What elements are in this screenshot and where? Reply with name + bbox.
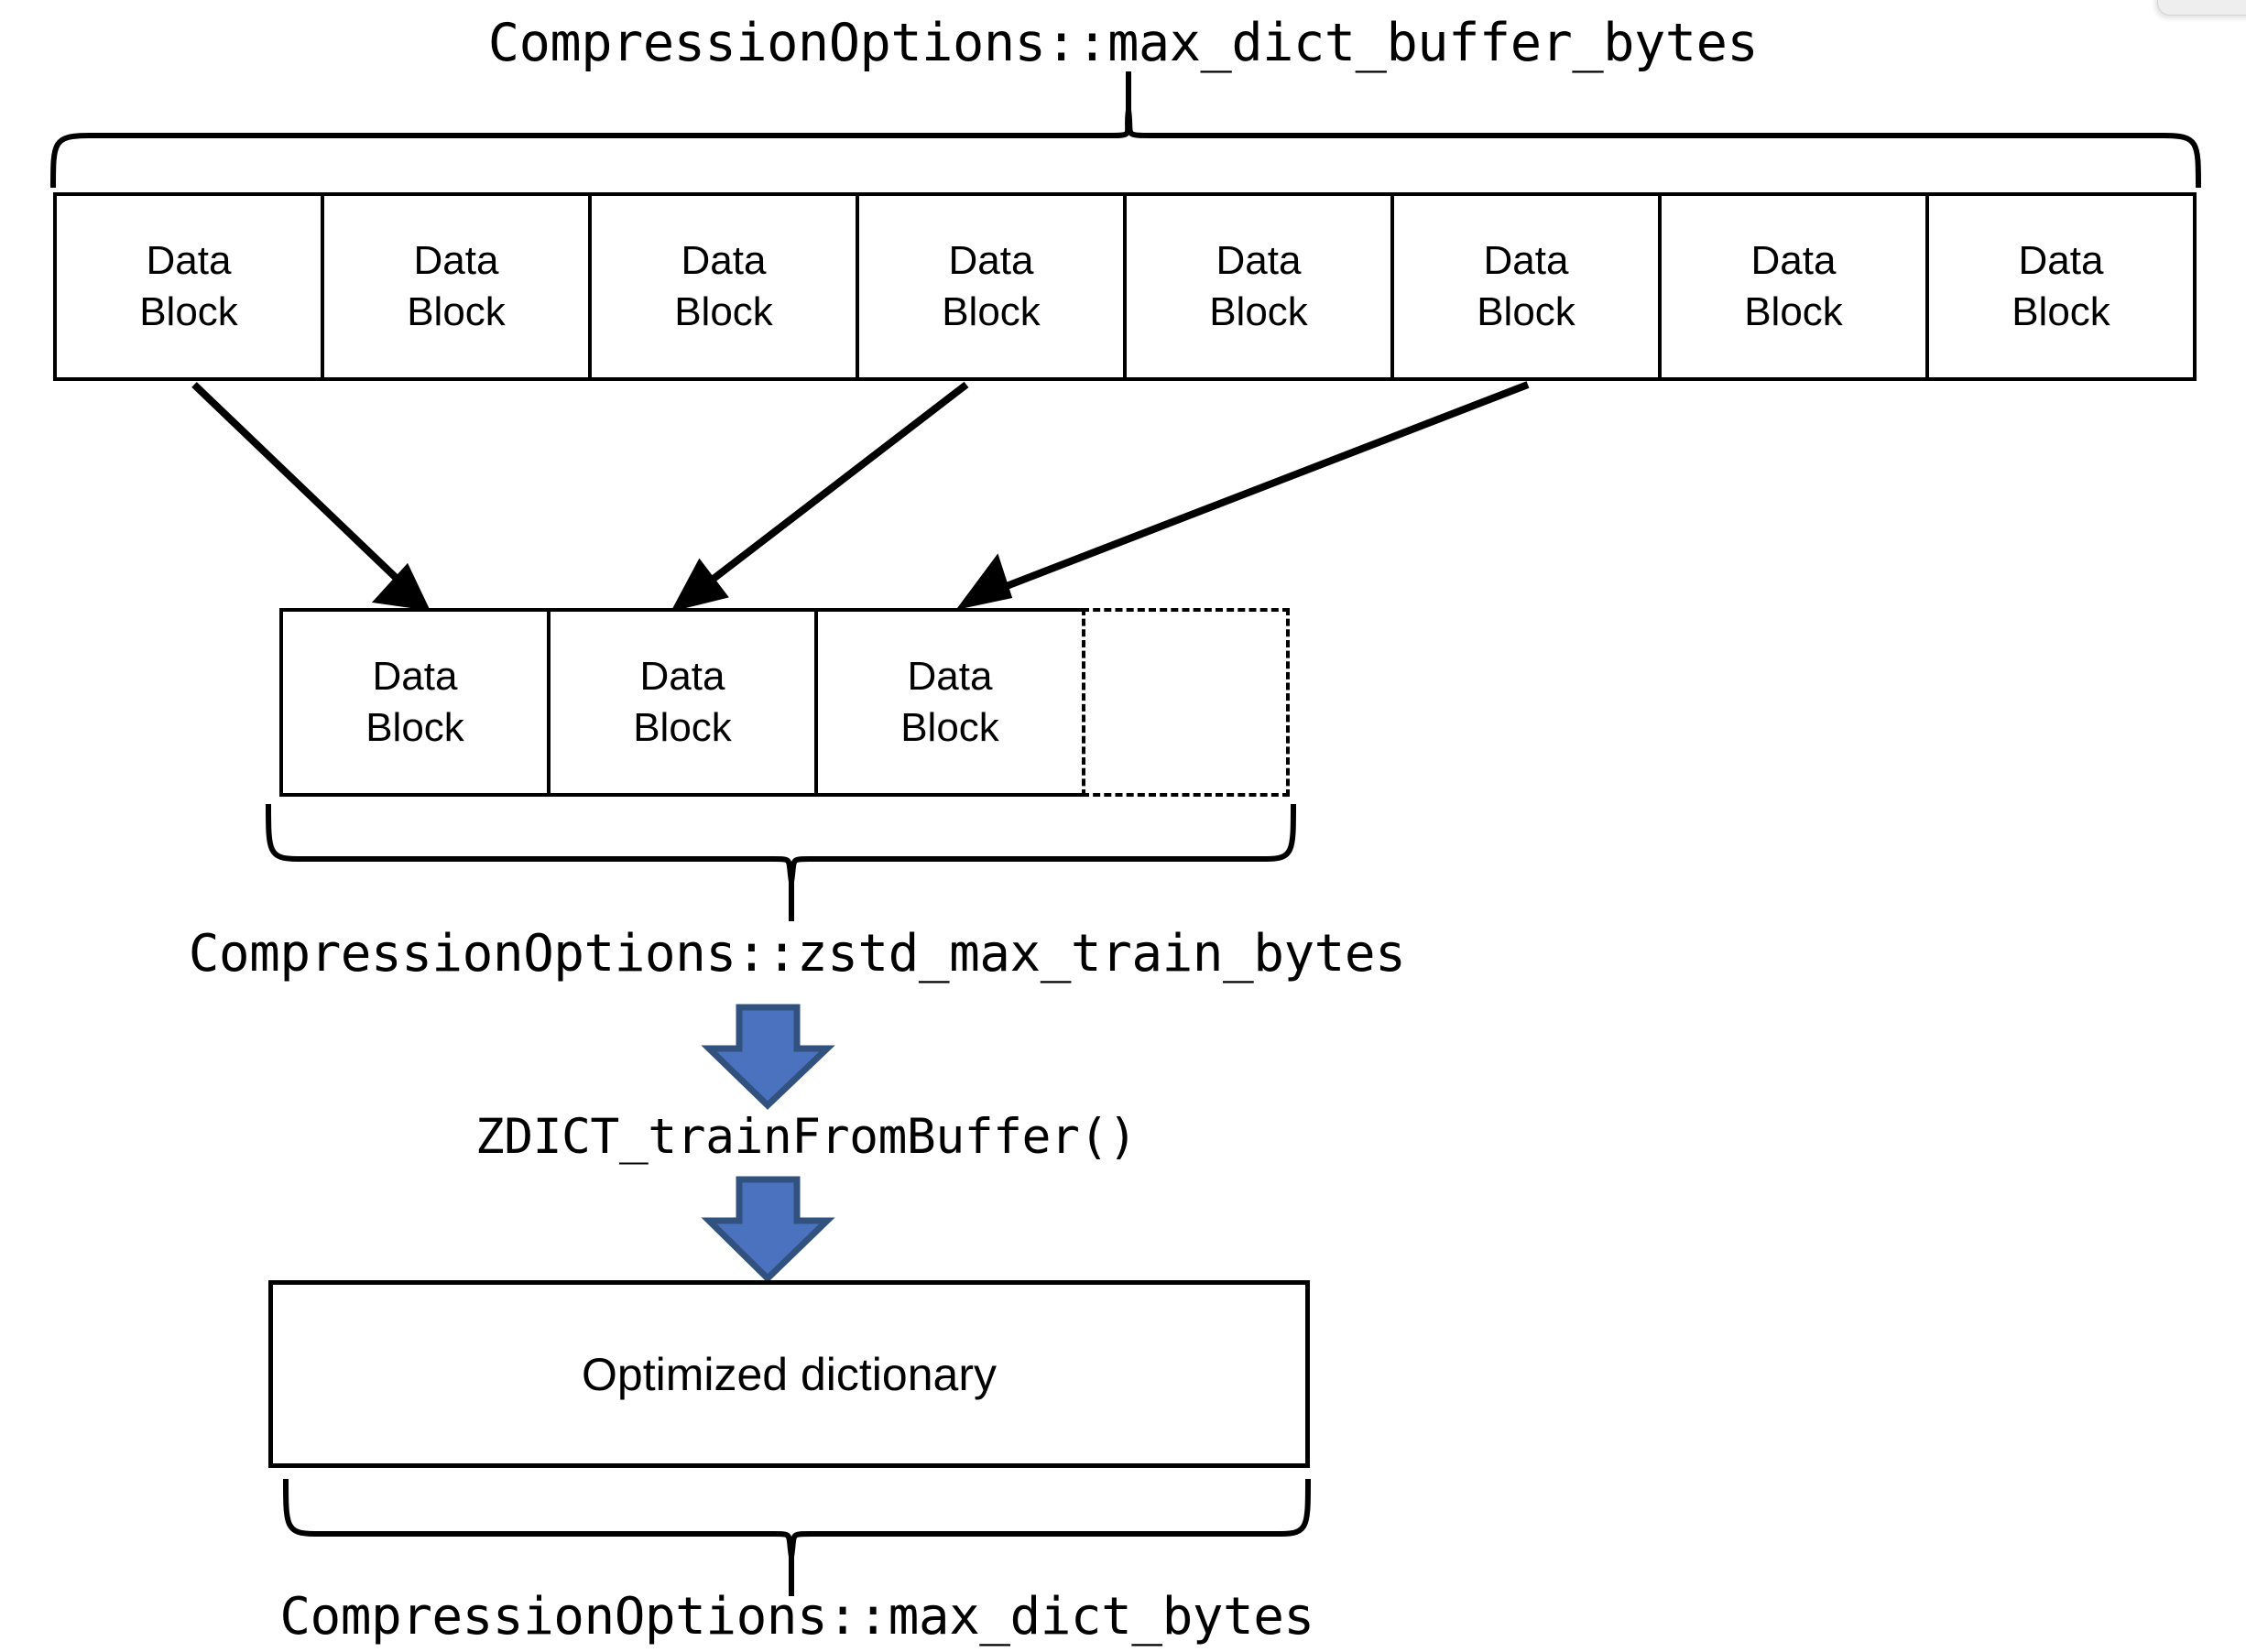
data-block-line-1: Data (413, 237, 499, 283)
data-block-line-1: Data (2018, 237, 2104, 283)
data-block-line-1: Data (639, 653, 725, 699)
data-block: Data Block (1123, 192, 1394, 381)
sampling-arrow-1 (191, 382, 431, 612)
optimized-dictionary-label: Optimized dictionary (582, 1348, 997, 1400)
brace-zstd-max-train-bytes (266, 803, 1296, 921)
data-block-line-2: Block (1477, 289, 1575, 334)
data-block-line-1: Data (146, 237, 232, 283)
data-block-line-2: Block (139, 289, 238, 334)
data-block: Data Block (1658, 192, 1929, 381)
arrow-to-dictionary (701, 1176, 835, 1283)
label-zdict-train-from-buffer: ZDICT_trainFromBuffer() (474, 1109, 1138, 1165)
data-block-line-1: Data (1750, 237, 1837, 283)
data-block: Data Block (1390, 192, 1662, 381)
data-block: Data Block (1925, 192, 2197, 381)
data-block: Data Block (53, 192, 324, 381)
brace-max-dict-bytes (283, 1478, 1311, 1596)
data-block-line-1: Data (907, 653, 993, 699)
data-block-line-2: Block (633, 705, 732, 750)
arrow-to-zdict (701, 1004, 835, 1110)
data-block-line-2: Block (900, 705, 999, 750)
data-block-line-2: Block (2012, 289, 2110, 334)
optimized-dictionary-box: Optimized dictionary (268, 1280, 1310, 1468)
data-block-line-1: Data (681, 237, 767, 283)
data-block-line-1: Data (372, 653, 458, 699)
data-block: Data Block (856, 192, 1127, 381)
data-block-line-2: Block (674, 289, 773, 334)
data-block: Data Block (814, 608, 1085, 797)
data-block-line-1: Data (948, 237, 1034, 283)
empty-data-block-placeholder (1082, 608, 1290, 797)
label-zstd-max-train-bytes: CompressionOptions::zstd_max_train_bytes (188, 924, 1406, 984)
data-block-line-1: Data (1483, 237, 1569, 283)
sampling-arrow-3 (955, 381, 1530, 611)
data-block-line-2: Block (1209, 289, 1308, 334)
brace-max-dict-buffer-bytes (50, 71, 2201, 189)
data-block: Data Block (279, 608, 551, 797)
sampling-arrow-2 (671, 381, 969, 613)
data-block-line-2: Block (942, 289, 1041, 334)
data-block-line-2: Block (365, 705, 464, 750)
data-block-line-1: Data (1216, 237, 1302, 283)
sampled-data-block-row: Data Block Data Block Data Block (279, 608, 1293, 797)
data-block: Data Block (547, 608, 818, 797)
data-block-line-2: Block (407, 289, 506, 334)
data-block: Data Block (321, 192, 592, 381)
page-title-max-dict-buffer-bytes: CompressionOptions::max_dict_buffer_byte… (487, 13, 1759, 73)
label-max-dict-bytes: CompressionOptions::max_dict_bytes (279, 1587, 1314, 1647)
top-data-block-row: Data Block Data Block Data Block Data Bl… (53, 192, 2198, 381)
data-block: Data Block (588, 192, 859, 381)
window-corner-panel (2157, 0, 2246, 16)
data-block-line-2: Block (1744, 289, 1843, 334)
